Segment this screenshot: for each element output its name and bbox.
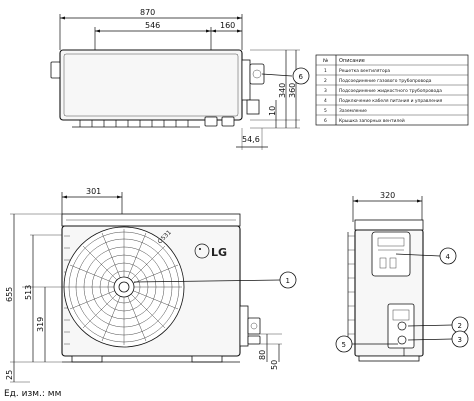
front-view: 301 — [5, 187, 297, 383]
callout-5-label: 5 — [342, 341, 346, 349]
dim-front-fan-lower: 319 — [36, 317, 45, 332]
dim-top-small: 10 — [268, 106, 277, 116]
table-row-3-no: 3 — [324, 88, 327, 94]
table-row-2-desc: Подсоединение газового трубопровода — [339, 77, 432, 84]
top-view-base-fins — [72, 120, 200, 128]
table-row-4-no: 4 — [324, 98, 327, 104]
table-row-1-no: 1 — [324, 68, 327, 74]
table-header-desc: Описание — [339, 58, 365, 64]
dim-front-fan-offset: 301 — [86, 187, 101, 196]
callout-4 — [439, 247, 457, 265]
table-row-6-no: 6 — [324, 118, 327, 124]
top-view-body — [59, 49, 243, 121]
lg-logo: LG — [194, 243, 227, 259]
table-row-6-desc: Крышка запорных вентилей — [339, 117, 405, 124]
table-row-1-desc: Решетка вентилятора — [339, 68, 390, 74]
fan-grille — [63, 226, 185, 348]
table-header-no: № — [323, 58, 329, 64]
parts-table: № Описание 1 Решетка вентилятора 2 Подсо… — [315, 54, 469, 126]
table-row-3-desc: Подсоединение жидкостного трубопровода — [339, 87, 442, 94]
dim-top-inner-right: 160 — [220, 21, 235, 30]
dim-front-total-height: 655 — [5, 287, 14, 302]
callout-4-label: 4 — [446, 253, 451, 261]
table-row-5-desc: Заземление — [339, 108, 367, 114]
table-row-2-no: 2 — [324, 78, 327, 84]
top-view: 870 546 160 — [50, 8, 310, 150]
callout-2-label: 2 — [458, 322, 462, 330]
callout-3-label: 3 — [458, 336, 462, 344]
side-view-rear-fins — [347, 232, 355, 350]
dim-top-inner-left: 546 — [145, 21, 160, 30]
dim-front-valve-b: 50 — [270, 360, 279, 370]
callout-5 — [335, 335, 353, 353]
dim-front-base: 25 — [5, 370, 14, 380]
callout-6 — [292, 67, 310, 85]
table-row-4-desc: Подключение кабеля питания и управления — [339, 97, 443, 104]
side-view-terminal-panel — [371, 231, 411, 277]
side-view-top-cover — [354, 219, 424, 231]
dim-side-width: 320 — [380, 191, 395, 200]
side-view: 320 4 — [335, 191, 469, 362]
units-note: Ед. изм.: мм — [4, 389, 61, 399]
front-view-left-foot — [71, 355, 103, 363]
dim-top-height-outer: 360 — [288, 83, 297, 98]
dim-top-valve-offset: 54,6 — [242, 135, 260, 144]
callout-3 — [451, 330, 469, 348]
lg-logo-text: LG — [211, 246, 227, 259]
callout-1-label: 1 — [286, 277, 290, 285]
dim-front-fan-center-height: 513 — [24, 285, 33, 300]
top-view-side-nub — [50, 61, 61, 79]
top-view-valve-cover — [241, 59, 251, 101]
dim-top-total-width: 870 — [140, 8, 155, 17]
front-view-right-foot — [191, 355, 223, 363]
dim-top-height-inner: 340 — [278, 83, 287, 98]
dim-front-valve-a: 80 — [258, 350, 267, 360]
callout-1 — [279, 271, 297, 289]
table-row-5-no: 5 — [324, 108, 327, 114]
callout-6-label: 6 — [299, 73, 304, 81]
